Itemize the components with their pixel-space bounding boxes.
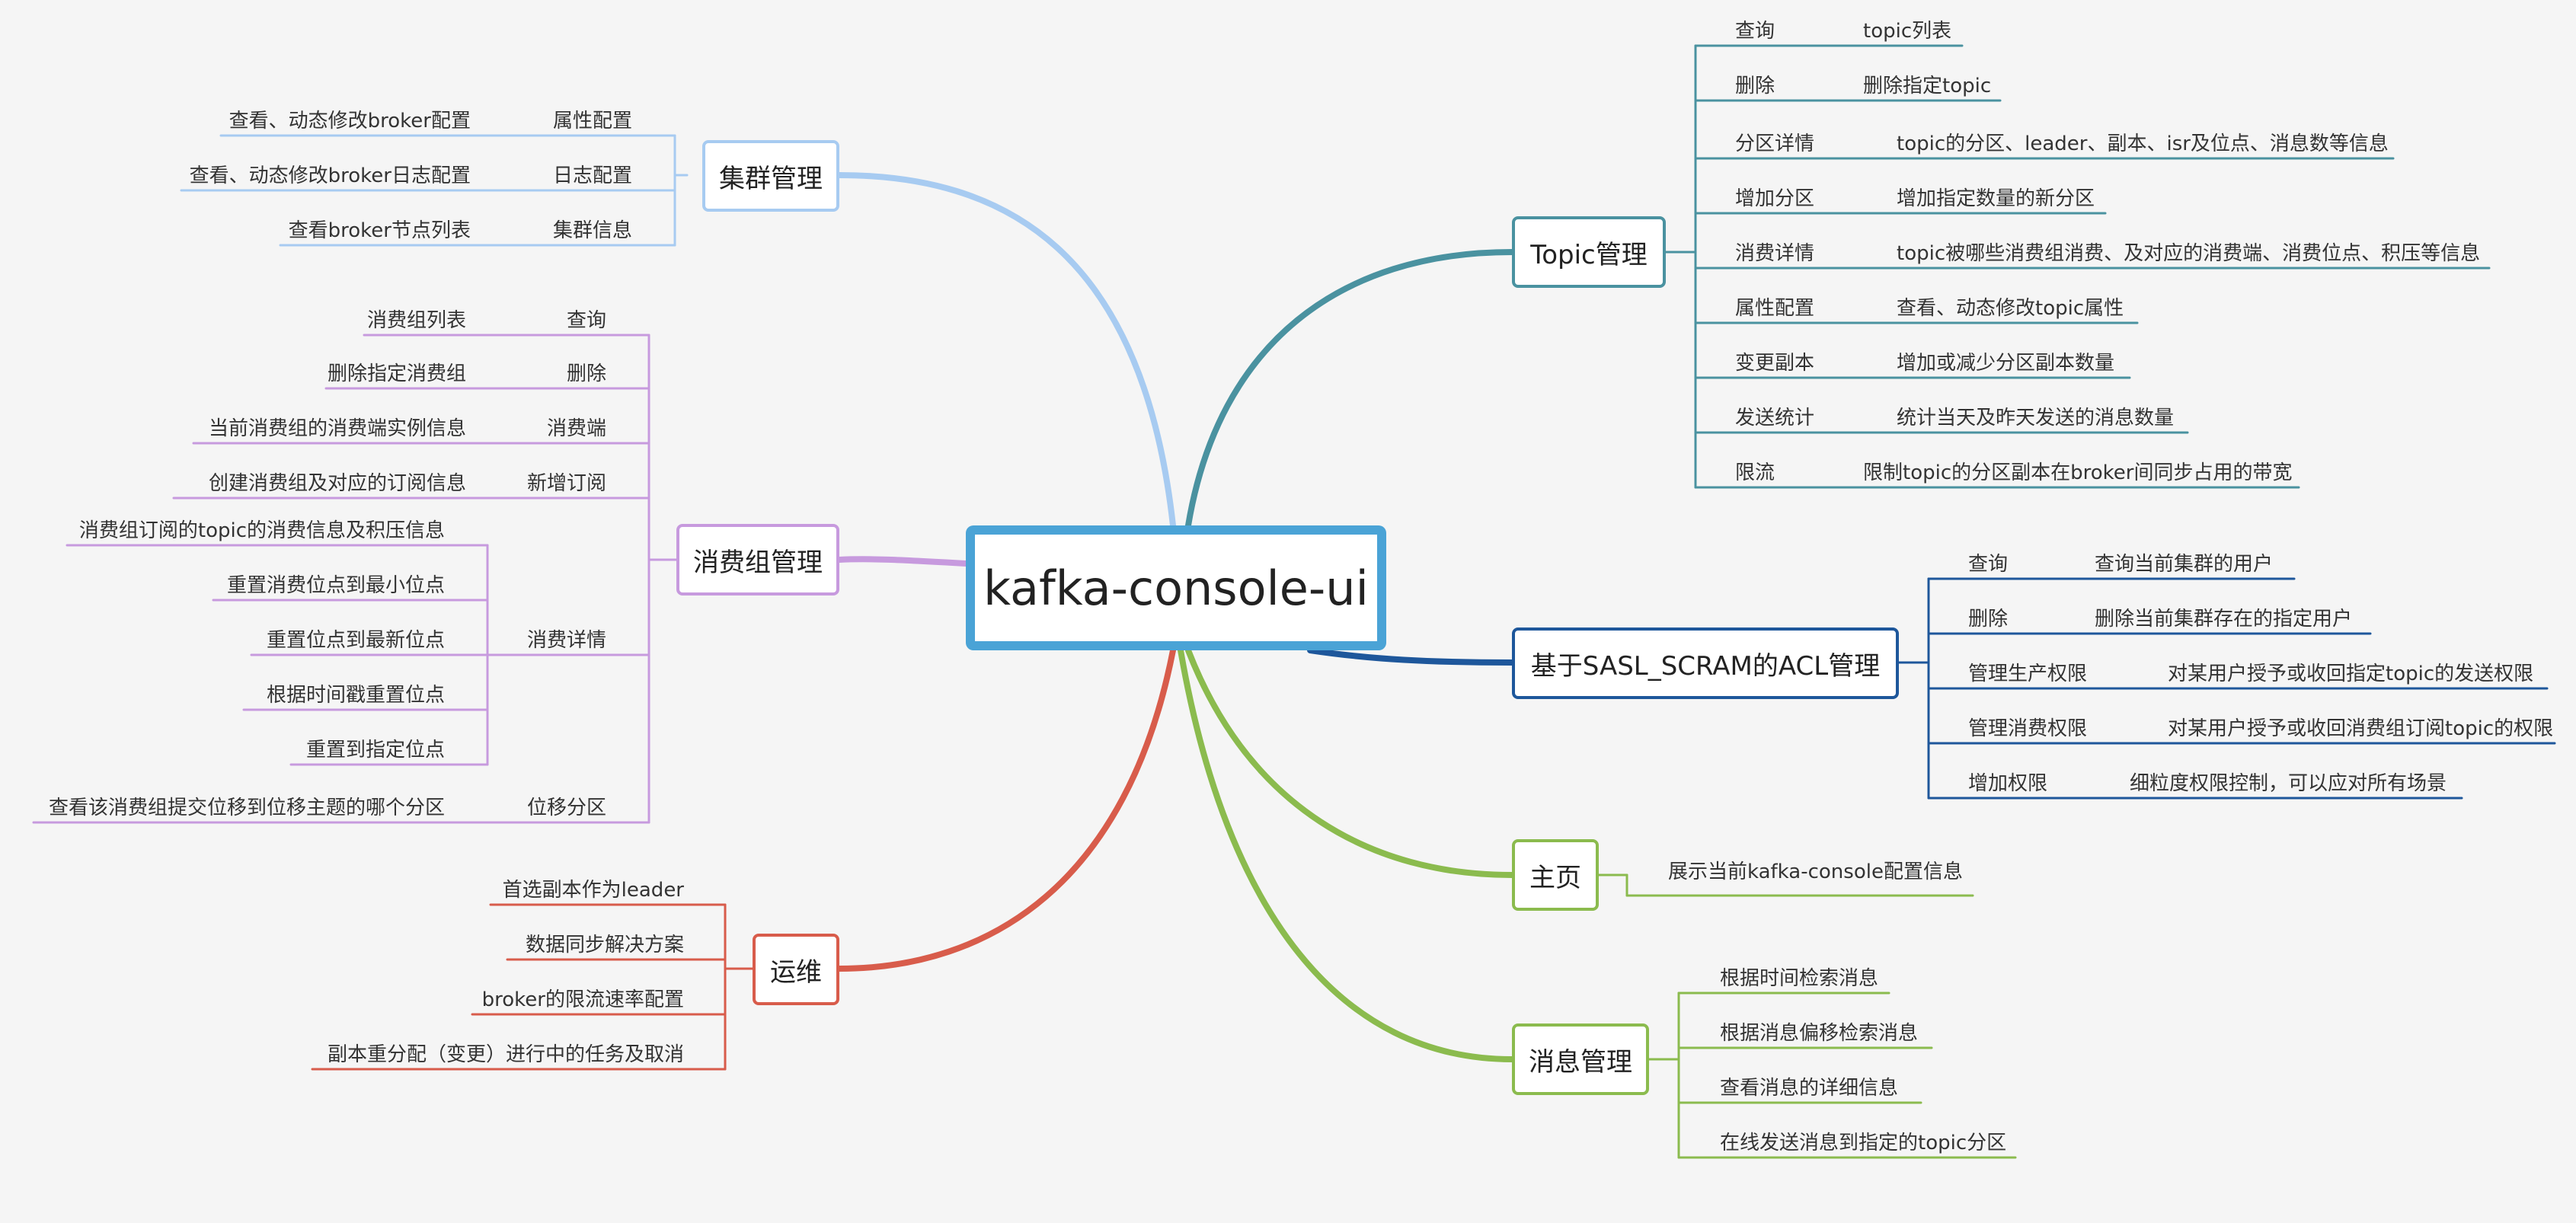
cluster-item-name: 集群信息: [552, 219, 632, 242]
topic-item-desc: 增加指定数量的新分区: [1897, 187, 2095, 210]
topic-item-desc: topic被哪些消费组消费、及对应的消费端、消费位点、积压等信息: [1897, 242, 2481, 265]
message-item: 根据消息偏移检索消息: [1720, 1022, 1919, 1045]
curve-cluster: [836, 172, 1176, 528]
consumer-item-name: 位移分区: [526, 797, 606, 819]
consumer-item-desc: 消费组列表: [366, 309, 466, 332]
cluster-item-name: 日志配置: [552, 164, 632, 187]
message-item: 查看消息的详细信息: [1720, 1077, 1899, 1100]
topic-item-name: 变更副本: [1735, 352, 1815, 375]
cluster-item-desc: 查看、动态修改broker配置: [229, 110, 471, 133]
branch-consumer-group-management[interactable]: 消费组管理: [676, 524, 839, 596]
cluster-item-desc: 查看、动态修改broker日志配置: [189, 164, 471, 187]
message-item: 根据时间检索消息: [1720, 967, 1879, 990]
topic-item-name: 增加分区: [1735, 187, 1815, 210]
acl-item-desc: 删除当前集群存在的指定用户: [2095, 608, 2353, 631]
topic-item-name: 查询: [1735, 20, 1775, 43]
branch-home[interactable]: 主页: [1512, 839, 1599, 911]
topic-item-desc: 查看、动态修改topic属性: [1897, 297, 2124, 320]
acl-item-name: 删除: [1968, 608, 2009, 631]
topic-item-desc: 限制topic的分区副本在broker间同步占用的带宽: [1863, 461, 2293, 484]
acl-item-name: 查询: [1968, 553, 2009, 576]
acl-item-desc: 查询当前集群的用户: [2095, 553, 2274, 576]
curve-home: [1185, 647, 1515, 878]
topic-item-name: 属性配置: [1735, 297, 1815, 320]
central-topic[interactable]: kafka-console-ui: [966, 525, 1386, 650]
curve-acl: [1307, 647, 1515, 666]
consumer-detail-subitem: 重置位点到最新位点: [266, 629, 445, 652]
consumer-detail-subitem: 重置消费位点到最小位点: [226, 574, 445, 597]
consumer-item-name: 查询: [566, 309, 606, 332]
curve-message: [1178, 647, 1515, 1062]
acl-item-desc: 对某用户授予或收回消费组订阅topic的权限: [2168, 717, 2554, 740]
curve-ops: [836, 647, 1176, 972]
consumer-item-name: 新增订阅: [526, 472, 606, 495]
curve-consumer: [836, 556, 969, 567]
consumer-item-name: 消费端: [546, 417, 606, 440]
acl-item-desc: 对某用户授予或收回指定topic的发送权限: [2168, 663, 2534, 685]
branch-acl-management[interactable]: 基于SASL_SCRAM的ACL管理: [1512, 627, 1899, 699]
consumer-item-desc: 删除指定消费组: [327, 362, 466, 385]
home-item: 展示当前kafka-console配置信息: [1668, 861, 1963, 883]
consumer-item-desc: 当前消费组的消费端实例信息: [208, 417, 466, 440]
topic-item-desc: 删除指定topic: [1863, 75, 1992, 97]
consumer-item-desc: 创建消费组及对应的订阅信息: [208, 472, 466, 495]
ops-item: 首选副本作为leader: [502, 879, 684, 902]
branch-message-management[interactable]: 消息管理: [1512, 1023, 1649, 1095]
ops-item: 副本重分配（变更）进行中的任务及取消: [327, 1043, 684, 1066]
ops-item: broker的限流速率配置: [481, 988, 684, 1011]
consumer-item-name: 删除: [566, 362, 606, 385]
topic-item-desc: topic的分区、leader、副本、isr及位点、消息数等信息: [1897, 133, 2389, 155]
consumer-item-desc: 查看该消费组提交位移到位移主题的哪个分区: [48, 797, 445, 819]
branch-cluster-management[interactable]: 集群管理: [702, 140, 839, 212]
topic-item-name: 限流: [1735, 461, 1775, 484]
message-item: 在线发送消息到指定的topic分区: [1720, 1132, 2007, 1154]
topic-item-name: 分区详情: [1735, 133, 1815, 155]
ops-item: 数据同步解决方案: [525, 934, 684, 956]
acl-item-name: 增加权限: [1968, 772, 2048, 795]
consumer-detail-subitem: 消费组订阅的topic的消费信息及积压信息: [78, 519, 445, 542]
acl-item-name: 管理生产权限: [1968, 663, 2088, 685]
cluster-item-desc: 查看broker节点列表: [288, 219, 471, 242]
acl-item-desc: 细粒度权限控制，可以应对所有场景: [2130, 772, 2447, 795]
acl-item-name: 管理消费权限: [1968, 717, 2088, 740]
cluster-item-name: 属性配置: [552, 110, 632, 133]
topic-item-desc: topic列表: [1863, 20, 1952, 43]
consumer-item-name: 消费详情: [526, 629, 606, 652]
curve-topic: [1185, 249, 1515, 528]
topic-item-name: 删除: [1735, 75, 1775, 97]
consumer-detail-subitem: 根据时间戳重置位点: [266, 684, 445, 707]
topic-item-desc: 增加或减少分区副本数量: [1897, 352, 2115, 375]
branch-topic-management[interactable]: Topic管理: [1512, 216, 1666, 288]
branch-operations[interactable]: 运维: [753, 934, 839, 1005]
topic-item-name: 发送统计: [1735, 407, 1815, 429]
consumer-detail-subitem: 重置到指定位点: [305, 739, 445, 762]
topic-item-name: 消费详情: [1735, 242, 1815, 265]
topic-item-desc: 统计当天及昨天发送的消息数量: [1897, 407, 2175, 429]
